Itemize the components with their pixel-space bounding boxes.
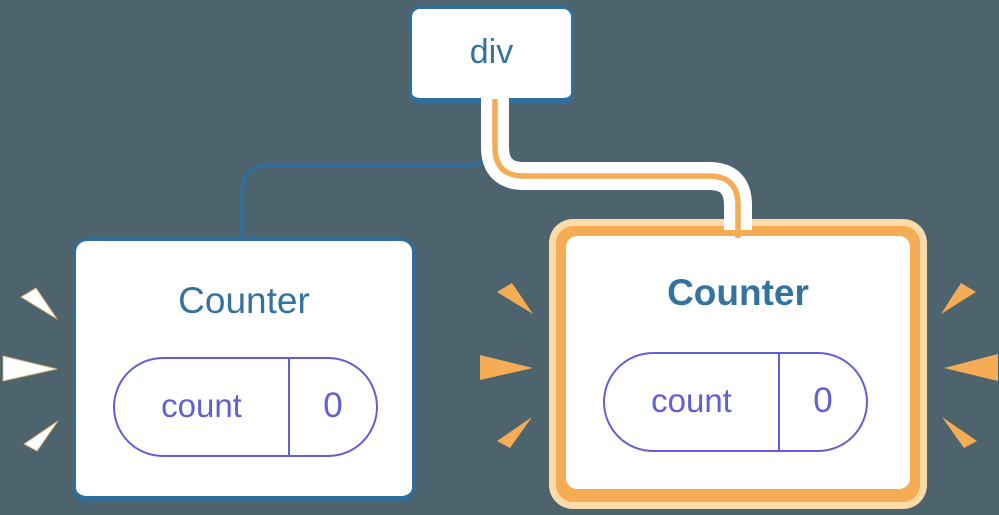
div-node: div: [409, 6, 574, 104]
edge-div-to-right-counter: [492, 99, 741, 238]
state-value: 0: [323, 386, 343, 425]
counter-node-right: Counter count 0: [566, 236, 910, 489]
counter-right-title: Counter: [667, 272, 809, 313]
spark-icon: [942, 417, 977, 448]
spark-icon: [480, 355, 533, 380]
spark-icon: [944, 354, 998, 381]
spark-icon: [941, 283, 976, 314]
spark-icon: [2, 355, 58, 382]
spark-icon: [497, 417, 532, 448]
counter-left-title: Counter: [178, 280, 310, 321]
counter-right-state-pill: count 0: [603, 352, 868, 452]
burst-right-counter-left: [480, 283, 533, 448]
state-value: 0: [813, 381, 833, 420]
burst-left-counter: [2, 287, 59, 452]
spark-icon: [23, 420, 59, 452]
edge-div-to-left-counter: [240, 100, 497, 241]
counter-node-right-highlight-band: Counter count 0: [556, 226, 920, 502]
div-node-label: div: [469, 32, 514, 71]
counter-node-left: Counter count 0: [73, 238, 415, 502]
spark-icon: [20, 287, 58, 320]
state-key-label: count: [605, 354, 780, 450]
burst-right-counter-right: [941, 283, 998, 448]
counter-node-right-highlight-ring: Counter count 0: [549, 219, 927, 509]
spark-icon: [497, 283, 533, 314]
edge-div-to-right-counter-casing: [481, 97, 752, 230]
counter-left-state-pill: count 0: [113, 357, 378, 457]
state-key-label: count: [115, 359, 290, 455]
